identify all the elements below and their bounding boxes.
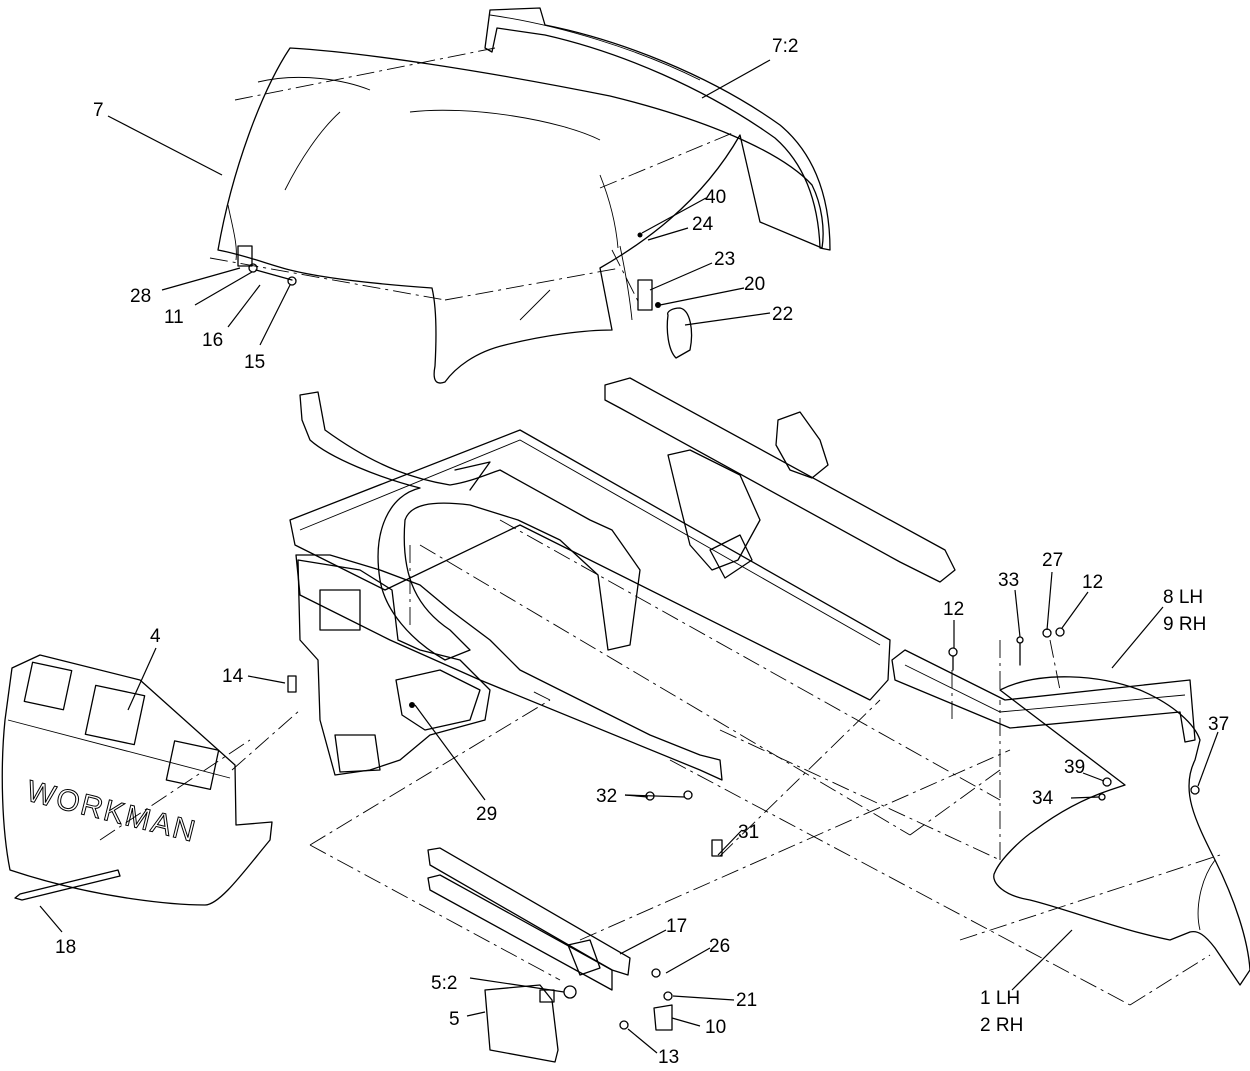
fender-support — [891, 649, 1196, 743]
main-frame-plate — [289, 429, 891, 781]
callout-39: 39 — [1064, 757, 1085, 778]
leader-lines — [39, 59, 1219, 1054]
front-grille: WORKMAN — [1, 654, 273, 906]
callout-18: 18 — [55, 937, 76, 958]
callout-33: 33 — [998, 570, 1019, 591]
callout-40: 40 — [705, 187, 726, 208]
hood — [217, 47, 824, 384]
headlight — [484, 984, 577, 1063]
callout-15: 15 — [244, 352, 265, 373]
callout-28: 28 — [130, 286, 151, 307]
callout-22: 22 — [772, 304, 793, 325]
callout-21: 21 — [736, 990, 757, 1011]
callout-27: 27 — [1042, 550, 1063, 571]
callout-31: 31 — [738, 822, 759, 843]
callout-24: 24 — [692, 214, 714, 235]
callout-9-rh: 9 RH — [1163, 614, 1206, 635]
callout-5: 5 — [449, 1009, 460, 1030]
callout-34: 34 — [1032, 788, 1054, 809]
callout-10: 10 — [705, 1017, 726, 1038]
hood-hardware — [237, 232, 693, 359]
callout-11: 11 — [164, 307, 184, 328]
phantom-lines — [99, 47, 1221, 1006]
callout-32: 32 — [596, 786, 617, 807]
callout-12a: 12 — [943, 599, 964, 620]
callout-37: 37 — [1208, 714, 1229, 735]
callout-29: 29 — [476, 804, 497, 825]
callout-23: 23 — [714, 249, 735, 270]
hood-bar — [484, 7, 831, 251]
callout-17: 17 — [666, 916, 687, 937]
callout-14: 14 — [222, 666, 244, 687]
callout-labels: 7 7:2 40 24 23 20 22 28 11 16 15 4 14 29… — [55, 36, 1229, 1068]
callout-20: 20 — [744, 274, 765, 295]
fender — [993, 676, 1250, 986]
grille-brand-text: WORKMAN — [23, 775, 200, 849]
callout-2-rh: 2 RH — [980, 1015, 1023, 1036]
callout-12b: 12 — [1082, 572, 1103, 593]
callout-8-lh: 8 LH — [1163, 587, 1203, 608]
callout-26: 26 — [709, 936, 730, 957]
callout-16: 16 — [202, 330, 223, 351]
callout-5-2: 5:2 — [431, 973, 457, 994]
light-bracket — [427, 847, 673, 1031]
rear-cross-member — [604, 377, 956, 583]
hardware-bolts — [14, 627, 1200, 901]
callout-7-2: 7:2 — [772, 36, 798, 57]
hitch-assembly — [297, 559, 491, 776]
callout-13: 13 — [658, 1047, 679, 1068]
callout-7: 7 — [93, 100, 104, 121]
callout-1-lh: 1 LH — [980, 988, 1020, 1009]
callout-4: 4 — [150, 626, 161, 647]
